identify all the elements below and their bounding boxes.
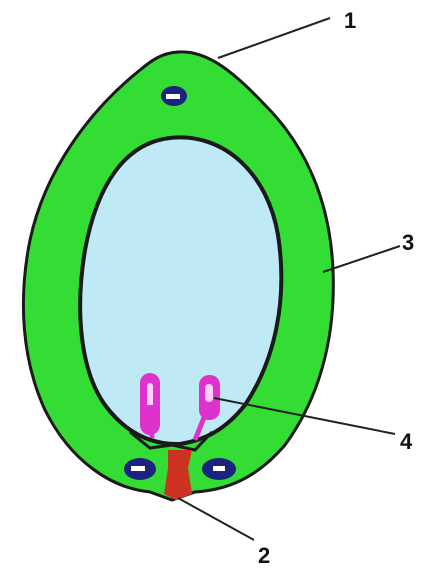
pointer-line-1 [218, 18, 330, 58]
micropyle [164, 450, 192, 500]
inner-cavity [80, 137, 281, 444]
bottom-nucleus-left [124, 458, 156, 480]
top-nucleus [161, 86, 187, 106]
label-4: 4 [400, 429, 413, 454]
synergid-left [140, 373, 160, 438]
pointer-line-3 [323, 246, 400, 272]
pointer-line-2 [178, 498, 254, 540]
bottom-nucleus-right [202, 458, 236, 480]
label-2: 2 [258, 543, 270, 568]
label-3: 3 [402, 230, 414, 255]
label-1: 1 [344, 8, 356, 33]
